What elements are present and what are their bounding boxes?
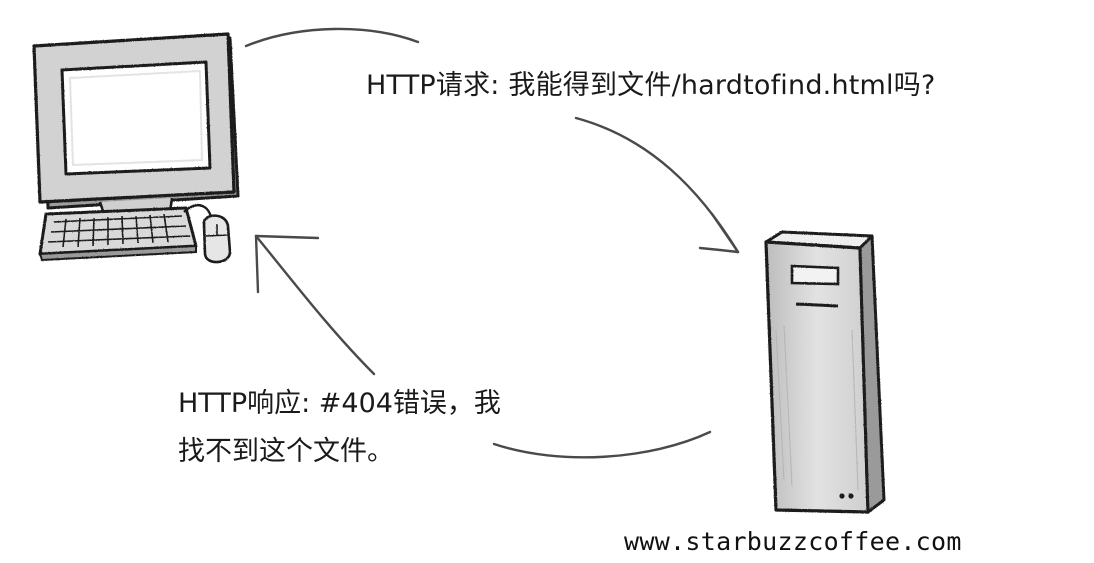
server-domain-label: www.starbuzzcoffee.com — [624, 527, 962, 556]
http-response-line-2: 找不到这个文件。 — [178, 436, 394, 467]
http-response-line-1: HTTP响应: #404错误，我 — [178, 388, 501, 419]
desktop-computer-icon — [32, 32, 240, 264]
server-tower-icon — [764, 230, 886, 514]
http-request-label: HTTP请求: 我能得到文件/hardtofind.html吗? — [366, 70, 936, 101]
http-response-label: HTTP响应: #404错误，我 找不到这个文件。 — [178, 380, 501, 476]
request-arc-line — [244, 27, 420, 48]
response-arc-line — [492, 430, 712, 459]
request-arrow — [574, 116, 740, 254]
response-arrow — [254, 234, 376, 376]
